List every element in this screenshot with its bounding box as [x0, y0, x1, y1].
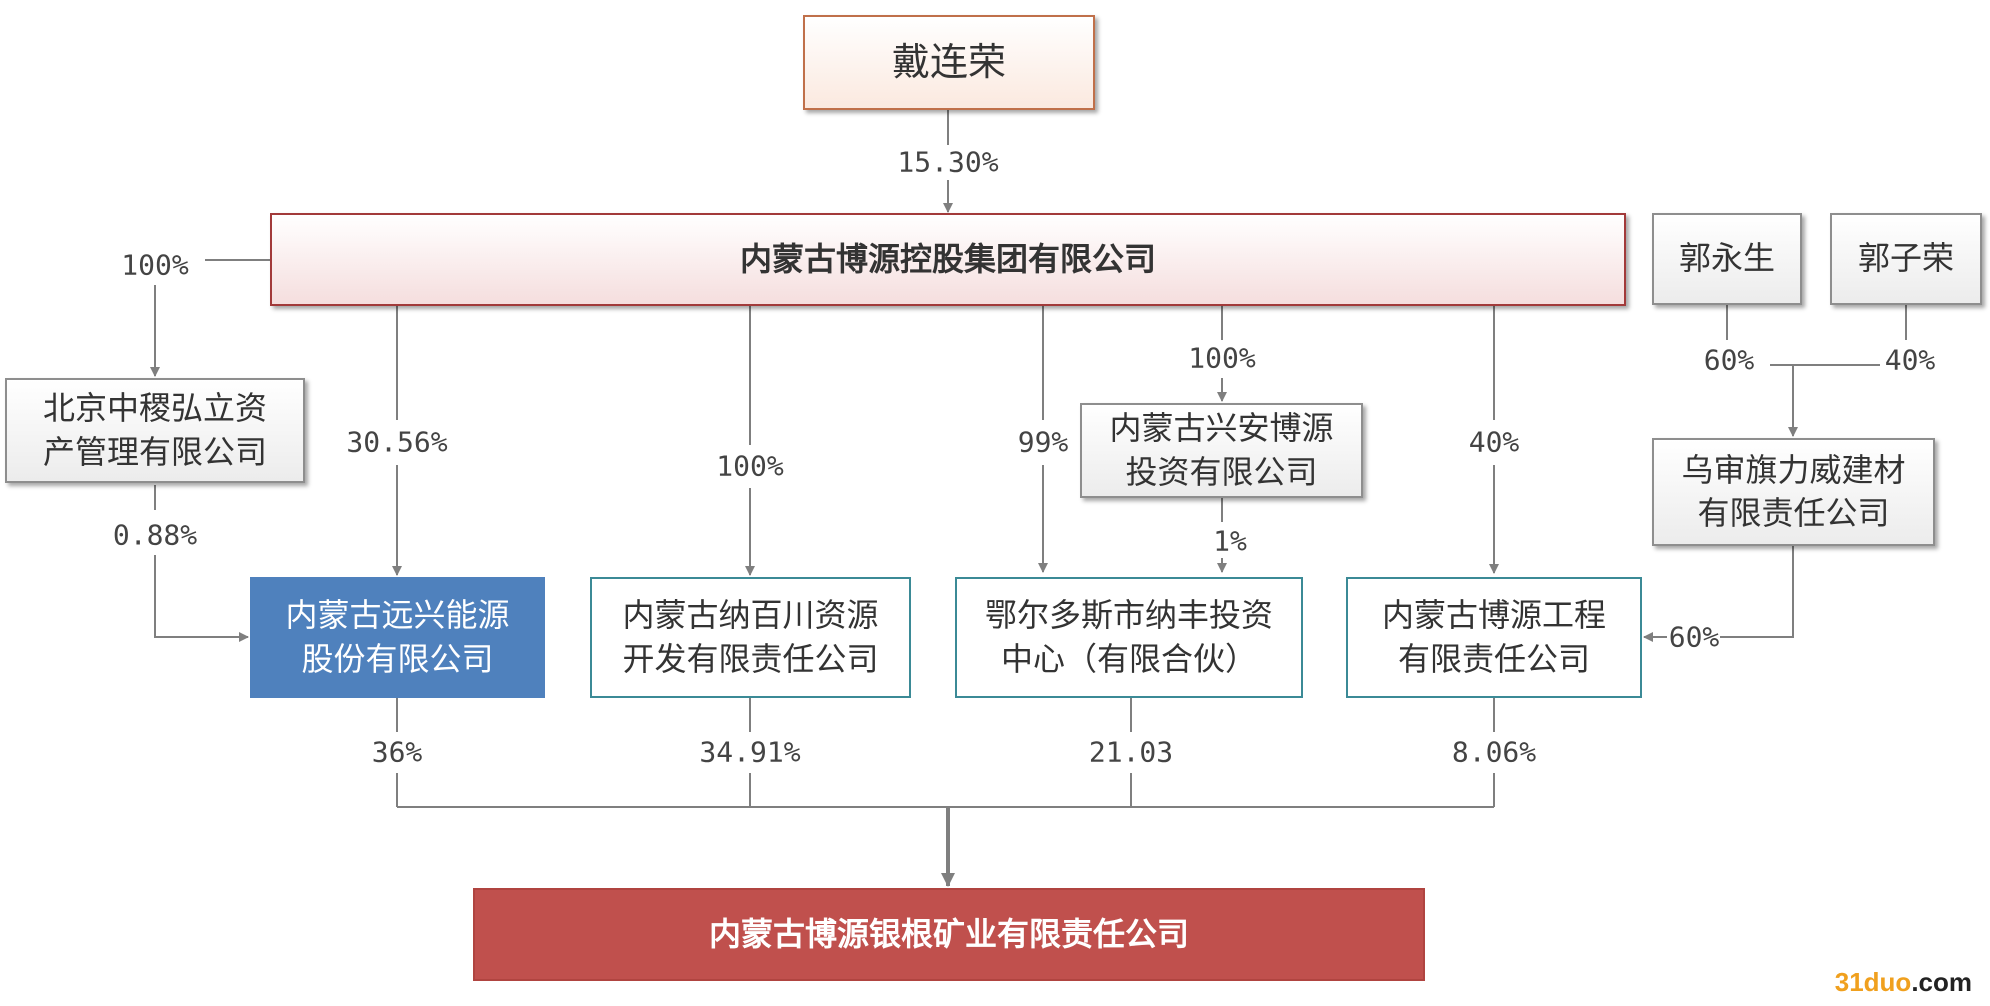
- node-guo-zirong-label: 郭子荣: [1857, 239, 1954, 278]
- label-zirong-to-wushen: 40%: [1884, 343, 1936, 377]
- watermark-suffix: .com: [1911, 967, 1972, 997]
- node-xingan-boyuan-line2: 投资有限公司: [1125, 452, 1318, 491]
- node-nabaichuan-line2: 开发有限责任公司: [622, 639, 879, 678]
- node-guo-yongsheng: 郭永生: [1652, 213, 1802, 305]
- node-boyuan-holding: 内蒙古博源控股集团有限公司: [270, 213, 1626, 306]
- node-boyuan-engineering-line2: 有限责任公司: [1397, 639, 1590, 678]
- label-holding-to-engineering: 40%: [1468, 425, 1520, 459]
- node-beijing-zhongji: 北京中稷弘立资 产管理有限公司: [5, 378, 305, 483]
- label-dai-to-holding: 15.30%: [897, 145, 999, 179]
- label-ordos-to-yingen: 21.03: [1088, 735, 1174, 769]
- label-holding-to-ordos: 99%: [1017, 425, 1069, 459]
- node-ordos-nafeng-line2: 中心（有限合伙）: [1000, 639, 1257, 678]
- node-wushen-liwei-line2: 有限责任公司: [1697, 494, 1890, 532]
- node-boyuan-holding-label: 内蒙古博源控股集团有限公司: [739, 239, 1156, 278]
- label-holding-to-nabaichuan: 100%: [716, 449, 784, 483]
- watermark-prefix: 31duo: [1834, 967, 1912, 997]
- node-dai-lianrong: 戴连荣: [803, 15, 1095, 110]
- label-holding-to-yuanxing: 30.56%: [346, 425, 448, 459]
- node-guo-yongsheng-label: 郭永生: [1678, 239, 1775, 278]
- label-xingan-to-ordos: 1%: [1213, 524, 1247, 558]
- edge-beijing-to-yuanxing: [154, 555, 249, 642]
- label-holding-to-xingan: 100%: [1188, 341, 1256, 375]
- label-yuanxing-to-yingen: 36%: [371, 735, 423, 769]
- node-ordos-nafeng-line1: 鄂尔多斯市纳丰投资: [984, 596, 1273, 635]
- node-yingen-mining-label: 内蒙古博源银根矿业有限责任公司: [708, 914, 1189, 953]
- node-beijing-zhongji-line2: 产管理有限公司: [42, 432, 267, 471]
- label-beijing-to-yuanxing: 0.88%: [112, 518, 198, 552]
- label-yongsheng-to-wushen: 60%: [1703, 343, 1755, 377]
- node-nabaichuan-line1: 内蒙古纳百川资源: [622, 596, 879, 635]
- label-wushen-to-engineering: 60%: [1668, 620, 1720, 654]
- node-xingan-boyuan-line1: 内蒙古兴安博源: [1109, 409, 1334, 448]
- node-boyuan-engineering-line1: 内蒙古博源工程: [1381, 596, 1606, 635]
- edge-wushen-to-engineering: [1720, 546, 1794, 638]
- watermark: 31duo.com: [1835, 967, 1972, 998]
- node-wushen-liwei-line1: 乌审旗力威建材: [1681, 450, 1906, 489]
- node-boyuan-engineering: 内蒙古博源工程 有限责任公司: [1346, 577, 1642, 698]
- node-yingen-mining: 内蒙古博源银根矿业有限责任公司: [473, 888, 1425, 981]
- node-wushen-liwei: 乌审旗力威建材 有限责任公司: [1652, 438, 1935, 546]
- node-dai-lianrong-label: 戴连荣: [891, 39, 1006, 84]
- node-beijing-zhongji-line1: 北京中稷弘立资: [42, 389, 267, 428]
- node-xingan-boyuan: 内蒙古兴安博源 投资有限公司: [1080, 403, 1363, 498]
- label-holding-to-beijing: 100%: [121, 248, 189, 282]
- node-guo-zirong: 郭子荣: [1830, 213, 1982, 305]
- node-nabaichuan: 内蒙古纳百川资源 开发有限责任公司: [590, 577, 911, 698]
- label-engineering-to-yingen: 8.06%: [1451, 735, 1537, 769]
- node-ordos-nafeng: 鄂尔多斯市纳丰投资 中心（有限合伙）: [955, 577, 1303, 698]
- node-yuanxing-energy: 内蒙古远兴能源 股份有限公司: [250, 577, 545, 698]
- node-yuanxing-energy-line2: 股份有限公司: [301, 639, 494, 678]
- node-yuanxing-energy-line1: 内蒙古远兴能源: [285, 596, 510, 635]
- label-nabaichuan-to-yingen: 34.91%: [699, 735, 801, 769]
